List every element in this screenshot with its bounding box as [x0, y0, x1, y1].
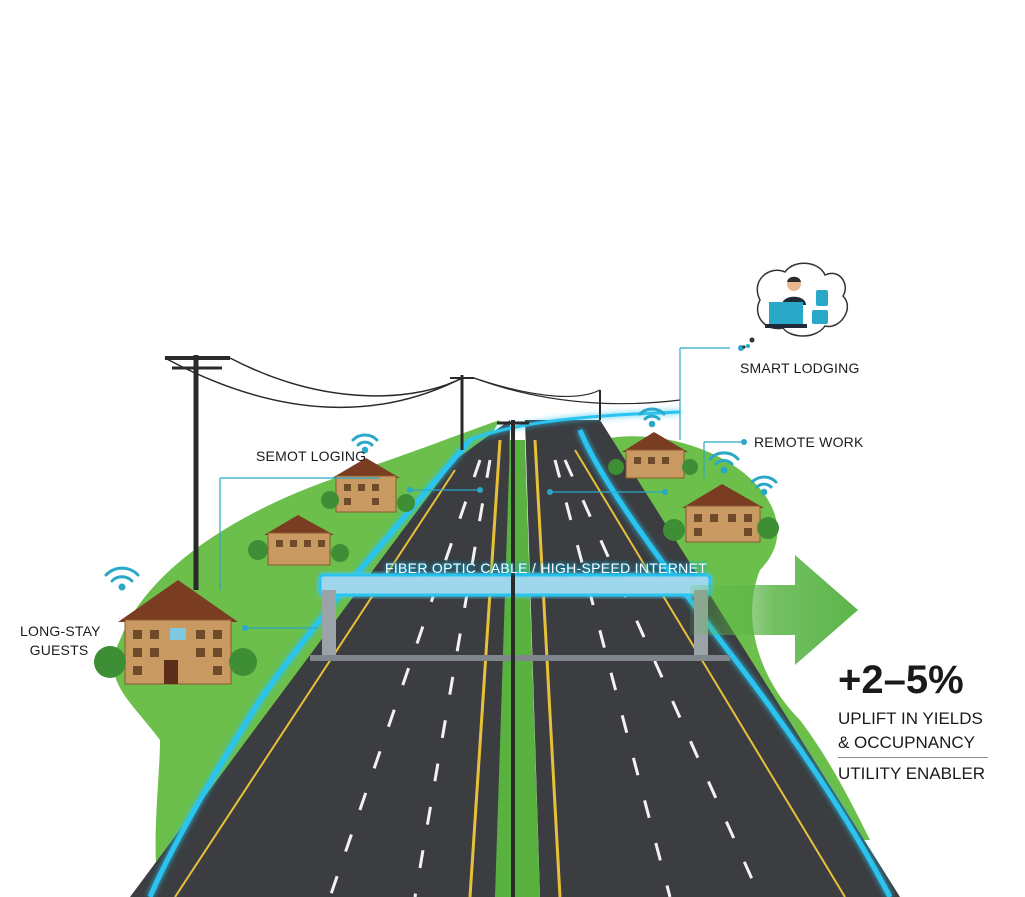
utility-pole-icon [164, 355, 681, 897]
stat-divider [838, 757, 988, 758]
fiber-right-edge [577, 429, 893, 897]
callout-lines [219, 347, 744, 629]
wifi-icon [104, 407, 778, 591]
stat-footer: UTILITY ENABLER [838, 764, 986, 783]
stat-line2: & OCCUPNANCY [838, 733, 975, 752]
label-semot-loging: SEMOT LOGING [256, 448, 367, 464]
median-strip [495, 440, 540, 897]
house-icon [682, 484, 764, 543]
stat-description: UPLIFT IN YIELDS & OCCUPNANCY [838, 707, 988, 755]
stat-value: +2–5% [838, 658, 964, 702]
house-icon [118, 580, 238, 685]
house-icon [332, 458, 400, 513]
label-remote-work: REMOTE WORK [754, 434, 864, 450]
luggage-icon [812, 290, 828, 324]
label-smart-lodging: SMART LODGING [740, 360, 860, 376]
label-long-stay-line2: GUESTS [29, 642, 89, 658]
label-long-stay-guests: LONG-STAY GUESTS [20, 622, 101, 660]
fiber-left-edge [147, 438, 472, 897]
laptop-icon [765, 302, 807, 328]
stat-line1: UPLIFT IN YIELDS [838, 709, 983, 728]
remote-worker-icon [742, 262, 849, 349]
fiber-top-curve [469, 410, 681, 442]
label-long-stay-line1: LONG-STAY [20, 623, 101, 639]
house-icon [264, 515, 334, 566]
house-icon [622, 432, 688, 479]
tree-icon [94, 459, 779, 678]
label-fiber-optic: FIBER OPTIC CABLE / HIGH-SPEED INTERNET [385, 560, 708, 576]
arrow-right-icon [690, 555, 858, 665]
